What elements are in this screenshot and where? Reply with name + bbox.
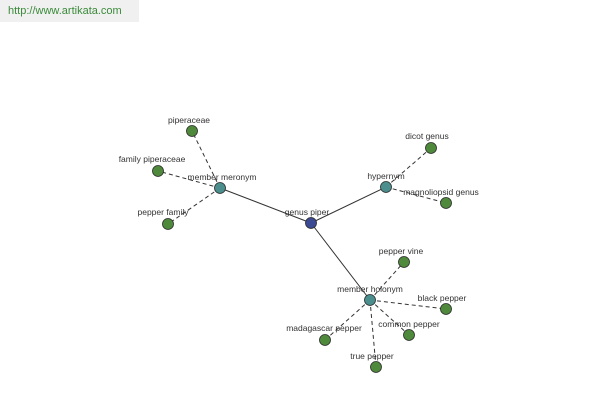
edge-center-member-meronym [219, 187, 312, 224]
label-piperaceae[interactable]: piperaceae [168, 115, 210, 125]
node-member-meronym[interactable] [214, 182, 226, 194]
label-black-pepper[interactable]: black pepper [418, 293, 467, 303]
graph-edges [157, 130, 447, 368]
node-pepper-vine[interactable] [398, 256, 410, 268]
node-member-holonym[interactable] [364, 294, 376, 306]
label-hypernym[interactable]: hypernym [367, 171, 404, 181]
label-dicot-genus[interactable]: dicot genus [405, 131, 448, 141]
label-member-holonym[interactable]: member holonym [337, 284, 403, 294]
label-madagascar-pepper[interactable]: madagascar pepper [286, 323, 362, 333]
node-pepper-family[interactable] [162, 218, 174, 230]
edge-meronym-piperaceae [191, 130, 221, 189]
edge-meronym-family-piperaceae [157, 170, 221, 189]
label-family-piperaceae[interactable]: family piperaceae [119, 154, 186, 164]
edge-holonym-common-pepper [369, 299, 410, 336]
edge-holonym-madagascar-pepper [324, 299, 371, 341]
node-family-piperaceae[interactable] [152, 165, 164, 177]
edge-hypernym-dicot-genus [385, 147, 432, 188]
label-genus-piper[interactable]: genus piper [285, 207, 330, 217]
node-dicot-genus[interactable] [425, 142, 437, 154]
label-common-pepper[interactable]: common pepper [378, 319, 440, 329]
edge-holonym-black-pepper [369, 299, 447, 310]
node-common-pepper[interactable] [403, 329, 415, 341]
node-genus-piper[interactable] [305, 217, 317, 229]
node-piperaceae[interactable] [186, 125, 198, 137]
node-madagascar-pepper[interactable] [319, 334, 331, 346]
edge-holonym-pepper-vine [369, 261, 405, 301]
edge-center-hypernym [310, 186, 387, 224]
label-member-meronym[interactable]: member meronym [188, 172, 257, 182]
graph-labels: genus piper member meronym hypernym memb… [119, 115, 479, 361]
label-pepper-family[interactable]: pepper family [137, 207, 189, 217]
edge-center-member-holonym [310, 222, 371, 301]
edge-meronym-pepper-family [167, 187, 221, 225]
site-url-link[interactable]: http://www.artikata.com [8, 5, 122, 17]
edge-hypernym-magnoliopsid-genus [385, 186, 447, 204]
edge-holonym-true-pepper [369, 299, 377, 368]
graph-nodes [152, 125, 452, 373]
node-magnoliopsid-genus[interactable] [440, 197, 452, 209]
label-true-pepper[interactable]: true pepper [350, 351, 394, 361]
label-pepper-vine[interactable]: pepper vine [379, 246, 424, 256]
label-magnoliopsid-genus[interactable]: magnoliopsid genus [403, 187, 479, 197]
node-black-pepper[interactable] [440, 303, 452, 315]
node-true-pepper[interactable] [370, 361, 382, 373]
node-hypernym[interactable] [380, 181, 392, 193]
url-bar: http://www.artikata.com [0, 0, 139, 22]
